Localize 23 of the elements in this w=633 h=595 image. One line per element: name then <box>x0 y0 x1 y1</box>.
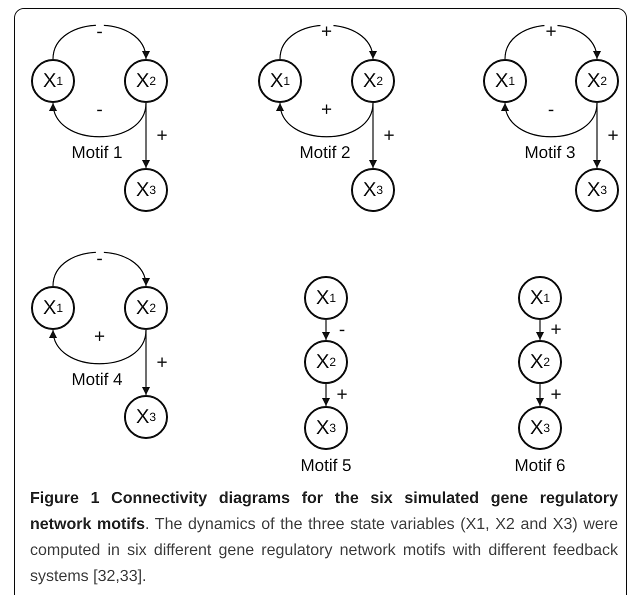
arrow <box>50 330 147 364</box>
arrow <box>142 330 150 395</box>
arrow <box>52 252 149 286</box>
motif-label: Motif 5 <box>300 456 352 476</box>
motif-label: Motif 4 <box>71 370 123 390</box>
arrow <box>593 103 601 168</box>
motif-label: Motif 6 <box>514 456 566 476</box>
arrow <box>142 103 150 168</box>
motif-label: Motif 2 <box>299 143 351 163</box>
figure-caption: Figure 1 Connectivity diagrams for the six simulated gene regulatory network motifs. The dynamics of the three state variables (X1, X2 and X3) were computed in six different gene regulatory network motifs with different feedback systems [32,33]. <box>30 489 618 587</box>
arrow <box>52 24 149 60</box>
motif-label: Motif 1 <box>71 143 123 163</box>
arrow <box>536 320 544 340</box>
arrow <box>369 103 377 168</box>
arrow <box>504 24 600 60</box>
arrow <box>322 320 330 340</box>
motif-label: Motif 3 <box>524 143 576 163</box>
arrow <box>536 384 544 406</box>
arrow <box>50 102 147 138</box>
arrow <box>277 102 374 138</box>
arrow <box>502 102 598 138</box>
arrow <box>279 24 376 60</box>
arrow <box>322 384 330 406</box>
